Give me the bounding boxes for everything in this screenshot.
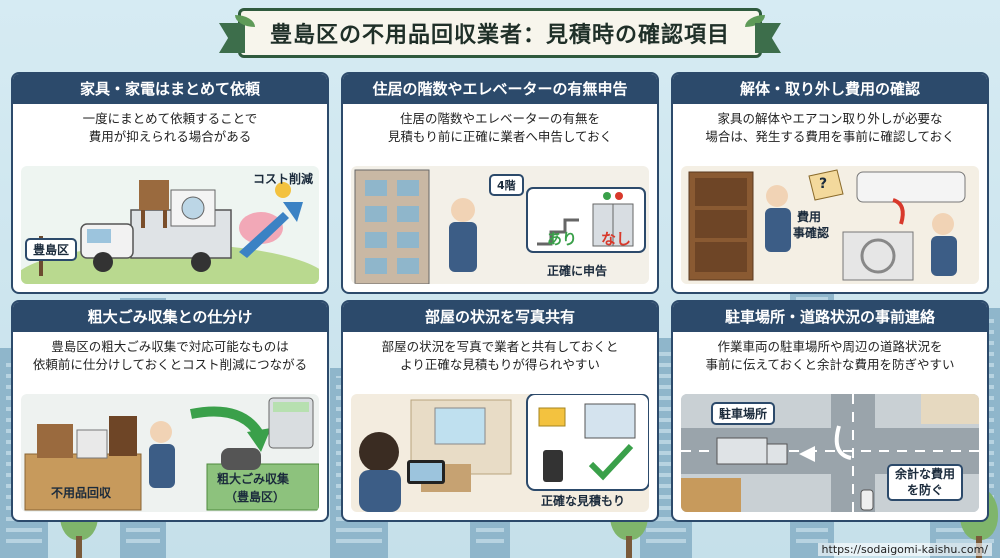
desc-line: 豊島区の粗大ごみ収集で対応可能なものは bbox=[51, 339, 289, 354]
label-elevator-yes: あり bbox=[547, 230, 578, 248]
desc-line: 場合は、発生する費用を事前に確認しておく bbox=[705, 129, 955, 145]
label-accurate-report: 正確に申告 bbox=[547, 264, 608, 278]
card-heading: 住居の階数やエレベーターの有無申告 bbox=[343, 74, 657, 104]
label-prevent-extra-cost: 余計な費用 を防ぐ bbox=[887, 464, 964, 502]
card-heading: 解体・取り外し費用の確認 bbox=[673, 74, 987, 104]
label-extra-cost-line1: 余計な費用 bbox=[895, 467, 956, 481]
page-title: 豊島区の不用品回収業者：見積時の確認項目 bbox=[269, 23, 730, 48]
illustration-photo: 正確な見積もり bbox=[351, 394, 649, 512]
card-dismantle-fee: 解体・取り外し費用の確認 家具の解体やエアコン取り外しが必要な 場合は、発生する… bbox=[671, 72, 989, 294]
illustration-sorting: 不用品回収 粗大ごみ収集 （豊島区） bbox=[21, 394, 319, 512]
card-bulk-request: 家具・家電はまとめて依頼 一度にまとめて依頼することで 費用が抑えられる場合があ… bbox=[11, 72, 329, 294]
desc-line: 一度にまとめて依頼することで bbox=[82, 111, 258, 126]
leaf-decoration bbox=[235, 15, 255, 27]
card-description: 作業車両の駐車場所や周辺の道路状況を 事前に伝えておくと余計な費用を防ぎやすい bbox=[673, 332, 987, 374]
card-heading: 部屋の状況を写真共有 bbox=[343, 302, 657, 332]
card-description: 部屋の状況を写真で業者と共有しておくと より正確な見積もりが得られやすい bbox=[343, 332, 657, 374]
label-fee: 費用 bbox=[797, 210, 822, 224]
label-toshima-sign: 豊島区 bbox=[25, 238, 78, 261]
desc-line: より正確な見積もりが得られやすい bbox=[400, 357, 600, 373]
title-banner: 豊島区の不用品回収業者：見積時の確認項目 bbox=[235, 8, 765, 58]
label-extra-cost-line2: を防ぐ bbox=[907, 482, 944, 497]
desc-line: 住居の階数やエレベーターの有無を bbox=[399, 111, 600, 126]
footer-url: https://sodaigomi-kaishu.com/ bbox=[817, 543, 992, 556]
label-cost-reduction: コスト削減 bbox=[253, 172, 314, 186]
label-bulky-collection: 粗大ごみ収集 bbox=[217, 472, 290, 486]
label-junk-collection: 不用品回収 bbox=[51, 486, 112, 500]
illustration-road: 駐車場所 余計な費用 を防ぐ bbox=[681, 394, 979, 512]
card-heading: 家具・家電はまとめて依頼 bbox=[13, 74, 327, 104]
illustration-dismantle: ? 費用 事確認 bbox=[681, 166, 979, 284]
desc-line: 家具の解体やエアコン取り外しが必要な bbox=[717, 111, 943, 126]
desc-line: 見積もり前に正確に業者へ申告しておく bbox=[387, 129, 613, 145]
desc-line: 作業車両の駐車場所や周辺の道路状況を bbox=[717, 339, 943, 354]
leaf-decoration bbox=[745, 15, 765, 27]
label-confirm: 事確認 bbox=[793, 226, 830, 240]
illustration-building-elevator: 4階 あり なし 正確に申告 bbox=[351, 166, 649, 284]
photo-share-illustration bbox=[359, 394, 649, 512]
card-photo-share: 部屋の状況を写真共有 部屋の状況を写真で業者と共有しておくと より正確な見積もり… bbox=[341, 300, 659, 522]
desc-line: 部屋の状況を写真で業者と共有しておくと bbox=[381, 339, 619, 354]
card-description: 家具の解体やエアコン取り外しが必要な 場合は、発生する費用を事前に確認しておく bbox=[673, 104, 987, 146]
card-description: 豊島区の粗大ごみ収集で対応可能なものは 依頼前に仕分けしておくとコスト削減につな… bbox=[13, 332, 327, 374]
card-parking-road: 駐車場所・道路状況の事前連絡 作業車両の駐車場所や周辺の道路状況を 事前に伝えて… bbox=[671, 300, 989, 522]
desc-line: 依頼前に仕分けしておくとコスト削減につながる bbox=[32, 357, 308, 373]
card-floor-elevator: 住居の階数やエレベーターの有無申告 住居の階数やエレベーターの有無を 見積もり前… bbox=[341, 72, 659, 294]
card-heading: 粗大ごみ収集との仕分け bbox=[13, 302, 327, 332]
card-heading: 駐車場所・道路状況の事前連絡 bbox=[673, 302, 987, 332]
label-toshima-ward: （豊島区） bbox=[225, 490, 286, 504]
desc-line: 費用が抑えられる場合がある bbox=[88, 129, 252, 145]
label-accurate-estimate: 正確な見積もり bbox=[541, 494, 626, 508]
card-bulky-waste-sort: 粗大ごみ収集との仕分け 豊島区の粗大ごみ収集で対応可能なものは 依頼前に仕分けし… bbox=[11, 300, 329, 522]
building-illustration bbox=[354, 169, 646, 284]
truck-illustration bbox=[21, 180, 319, 284]
sorting-boxes-illustration bbox=[24, 397, 319, 511]
card-description: 住居の階数やエレベーターの有無を 見積もり前に正確に業者へ申告しておく bbox=[343, 104, 657, 146]
label-question-mark: ? bbox=[819, 176, 828, 192]
label-elevator-no: なし bbox=[601, 230, 632, 248]
desc-line: 事前に伝えておくと余計な費用を防ぎやすい bbox=[705, 357, 955, 373]
illustration-truck-furniture: コスト削減 豊島区 bbox=[21, 166, 319, 284]
label-fourth-floor: 4階 bbox=[489, 174, 524, 196]
card-description: 一度にまとめて依頼することで 費用が抑えられる場合がある bbox=[13, 104, 327, 146]
label-parking-location: 駐車場所 bbox=[711, 402, 776, 425]
shelf-aircon-illustration bbox=[688, 169, 966, 281]
